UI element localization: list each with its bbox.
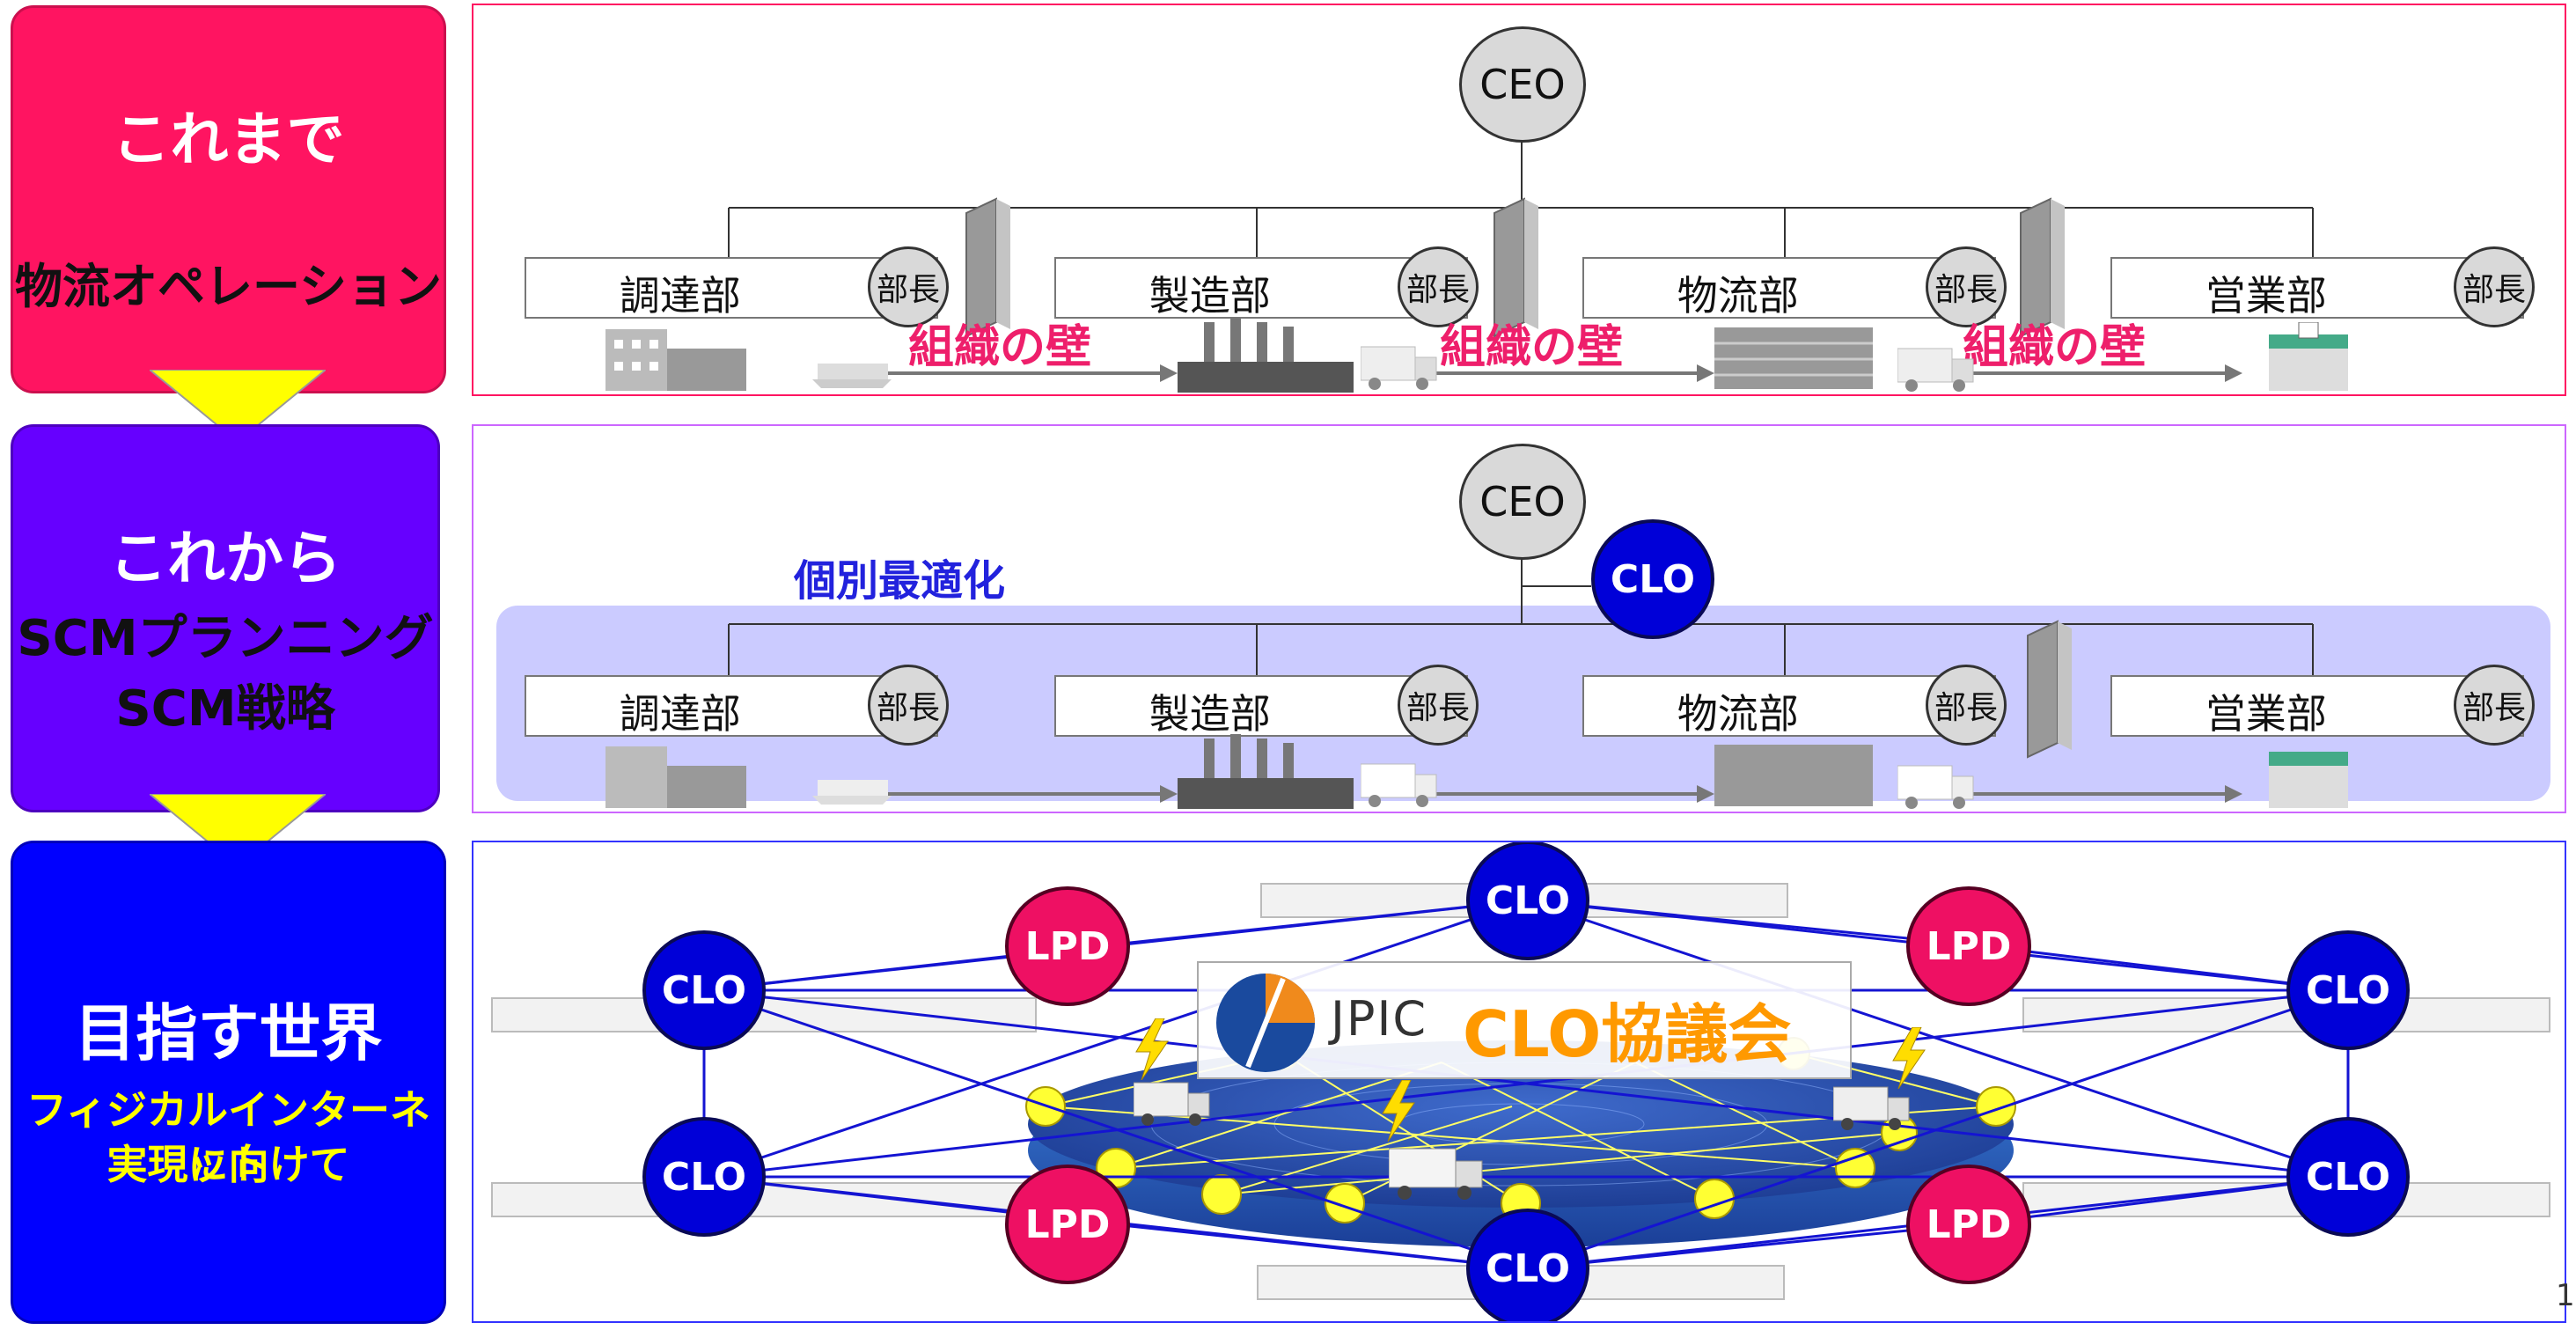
dept-label: 営業部: [2205, 272, 2327, 320]
plant-icon: [1178, 318, 1354, 393]
stage-future-subtitle2: SCM戦略: [115, 680, 335, 738]
arrow-down-1: [150, 370, 326, 444]
dept-procurement-past: 調達部 部長: [525, 246, 949, 327]
factory-icon: [605, 329, 746, 391]
chief-badge: 部長: [1926, 665, 2007, 746]
truck-icon: [1897, 348, 1974, 392]
clo-node-left-top: CLO: [642, 930, 766, 1050]
lightning-icon: [1382, 1080, 1415, 1142]
clo-node-future: CLO: [1591, 519, 1714, 639]
ship-icon: [812, 780, 892, 805]
stage-goal-subtitle1: フィジカルインターネット: [26, 1086, 431, 1188]
panel-past: CEO 調達部 部長 製造部 部長 物流部 部長 営業部 部長 組織の壁 組織の…: [472, 4, 2566, 396]
ship-icon: [812, 364, 892, 388]
chief-badge: 部長: [2454, 665, 2535, 746]
dept-label: 製造部: [1149, 690, 1271, 738]
dept-sales-future: 営業部 部長: [2110, 665, 2535, 746]
stage-future-subtitle1: SCMプランニング: [17, 610, 434, 667]
optimization-label: 個別最適化: [794, 556, 1006, 606]
lpd-node-left-top: LPD: [1005, 886, 1130, 1006]
dept-logistics-future: 物流部 部長: [1582, 665, 2007, 746]
stage-past-title: これまで: [112, 106, 345, 173]
lightning-icon: [1135, 1018, 1169, 1080]
dept-label: 物流部: [1677, 272, 1799, 320]
warehouse-icon: [1714, 745, 1873, 806]
chief-badge: 部長: [2454, 246, 2535, 327]
plant-icon: [1178, 734, 1354, 809]
panel-future-lines: [728, 546, 2314, 803]
dept-manufacturing-future: 製造部 部長: [1054, 665, 1479, 746]
dept-manufacturing-past: 製造部 部長: [1054, 246, 1479, 327]
ceo-node-future: CEO: [1459, 444, 1586, 560]
page-number: 1: [2556, 1278, 2575, 1313]
truck-icon: [1389, 1148, 1483, 1200]
panel-goal: JPIC CLO協議会 CLO CLO CLO CLO CLO CLO LPD …: [472, 841, 2566, 1323]
warehouse-icon: [1714, 327, 1873, 389]
jpic-brand: JPIC: [1331, 991, 1428, 1047]
lightning-icon: [1892, 1027, 1926, 1089]
council-banner: JPIC CLO協議会: [1197, 961, 1852, 1079]
dept-procurement-future: 調達部 部長: [525, 665, 949, 746]
dept-label: 調達部: [619, 272, 741, 320]
wall-label-1: 組織の壁: [908, 321, 1092, 374]
factory-icon: [605, 746, 746, 808]
stage-goal: 目指す世界 フィジカルインターネット 実現に向けて: [11, 841, 446, 1324]
lpd-node-left-bottom: LPD: [1005, 1165, 1130, 1284]
clo-node-top: CLO: [1466, 842, 1589, 960]
dept-logistics-past: 物流部 部長: [1582, 246, 2007, 327]
stage-future-title: これから: [109, 525, 341, 592]
jpic-logo-icon: [1216, 974, 1315, 1072]
truck-icon: [1361, 763, 1437, 807]
chief-badge: 部長: [1926, 246, 2007, 327]
stage-goal-subtitle2: 実現に向けて: [106, 1141, 350, 1188]
chief-badge: 部長: [1398, 246, 1479, 327]
lpd-node-right-top: LPD: [1906, 886, 2031, 1006]
chief-badge: 部長: [868, 665, 949, 746]
panel-future: 個別最適化 CEO CLO 調達部 部長 製造部 部長 物流部 部長 営業部 部…: [472, 424, 2566, 813]
store-icon: [2269, 752, 2348, 808]
clo-node-right-top: CLO: [2286, 930, 2410, 1050]
dept-label: 製造部: [1149, 272, 1271, 320]
council-title: CLO協議会: [1463, 997, 1792, 1071]
truck-icon: [1134, 1082, 1210, 1126]
clo-node-left-bottom: CLO: [642, 1117, 766, 1237]
stage-goal-title: 目指す世界: [74, 997, 383, 1069]
panel-past-lines: [728, 129, 2314, 382]
dept-label: 調達部: [619, 690, 741, 738]
wall-label-2: 組織の壁: [1440, 321, 1624, 374]
stage-future: これから SCMプランニング SCM戦略: [11, 424, 440, 812]
truck-icon: [1897, 765, 1974, 809]
dept-sales-past: 営業部 部長: [2110, 246, 2535, 327]
clo-node-right-bottom: CLO: [2286, 1117, 2410, 1237]
dept-label: 営業部: [2205, 690, 2327, 738]
chief-badge: 部長: [868, 246, 949, 327]
wall-label-3: 組織の壁: [1963, 321, 2147, 374]
mini-org-chart: [2022, 997, 2550, 1032]
stage-past: これまで 物流オペレーション: [11, 5, 446, 393]
truck-icon: [1833, 1086, 1910, 1130]
arrow-down-2: [150, 794, 326, 868]
clo-node-bottom: CLO: [1466, 1209, 1589, 1321]
dept-label: 物流部: [1677, 690, 1799, 738]
truck-icon: [1361, 346, 1437, 390]
lpd-node-right-bottom: LPD: [1906, 1165, 2031, 1284]
mini-org-chart: [2022, 1182, 2550, 1217]
chief-badge: 部長: [1398, 665, 1479, 746]
ceo-node-past: CEO: [1459, 26, 1586, 143]
store-icon: [2269, 322, 2348, 391]
stage-past-subtitle: 物流オペレーション: [15, 259, 442, 314]
